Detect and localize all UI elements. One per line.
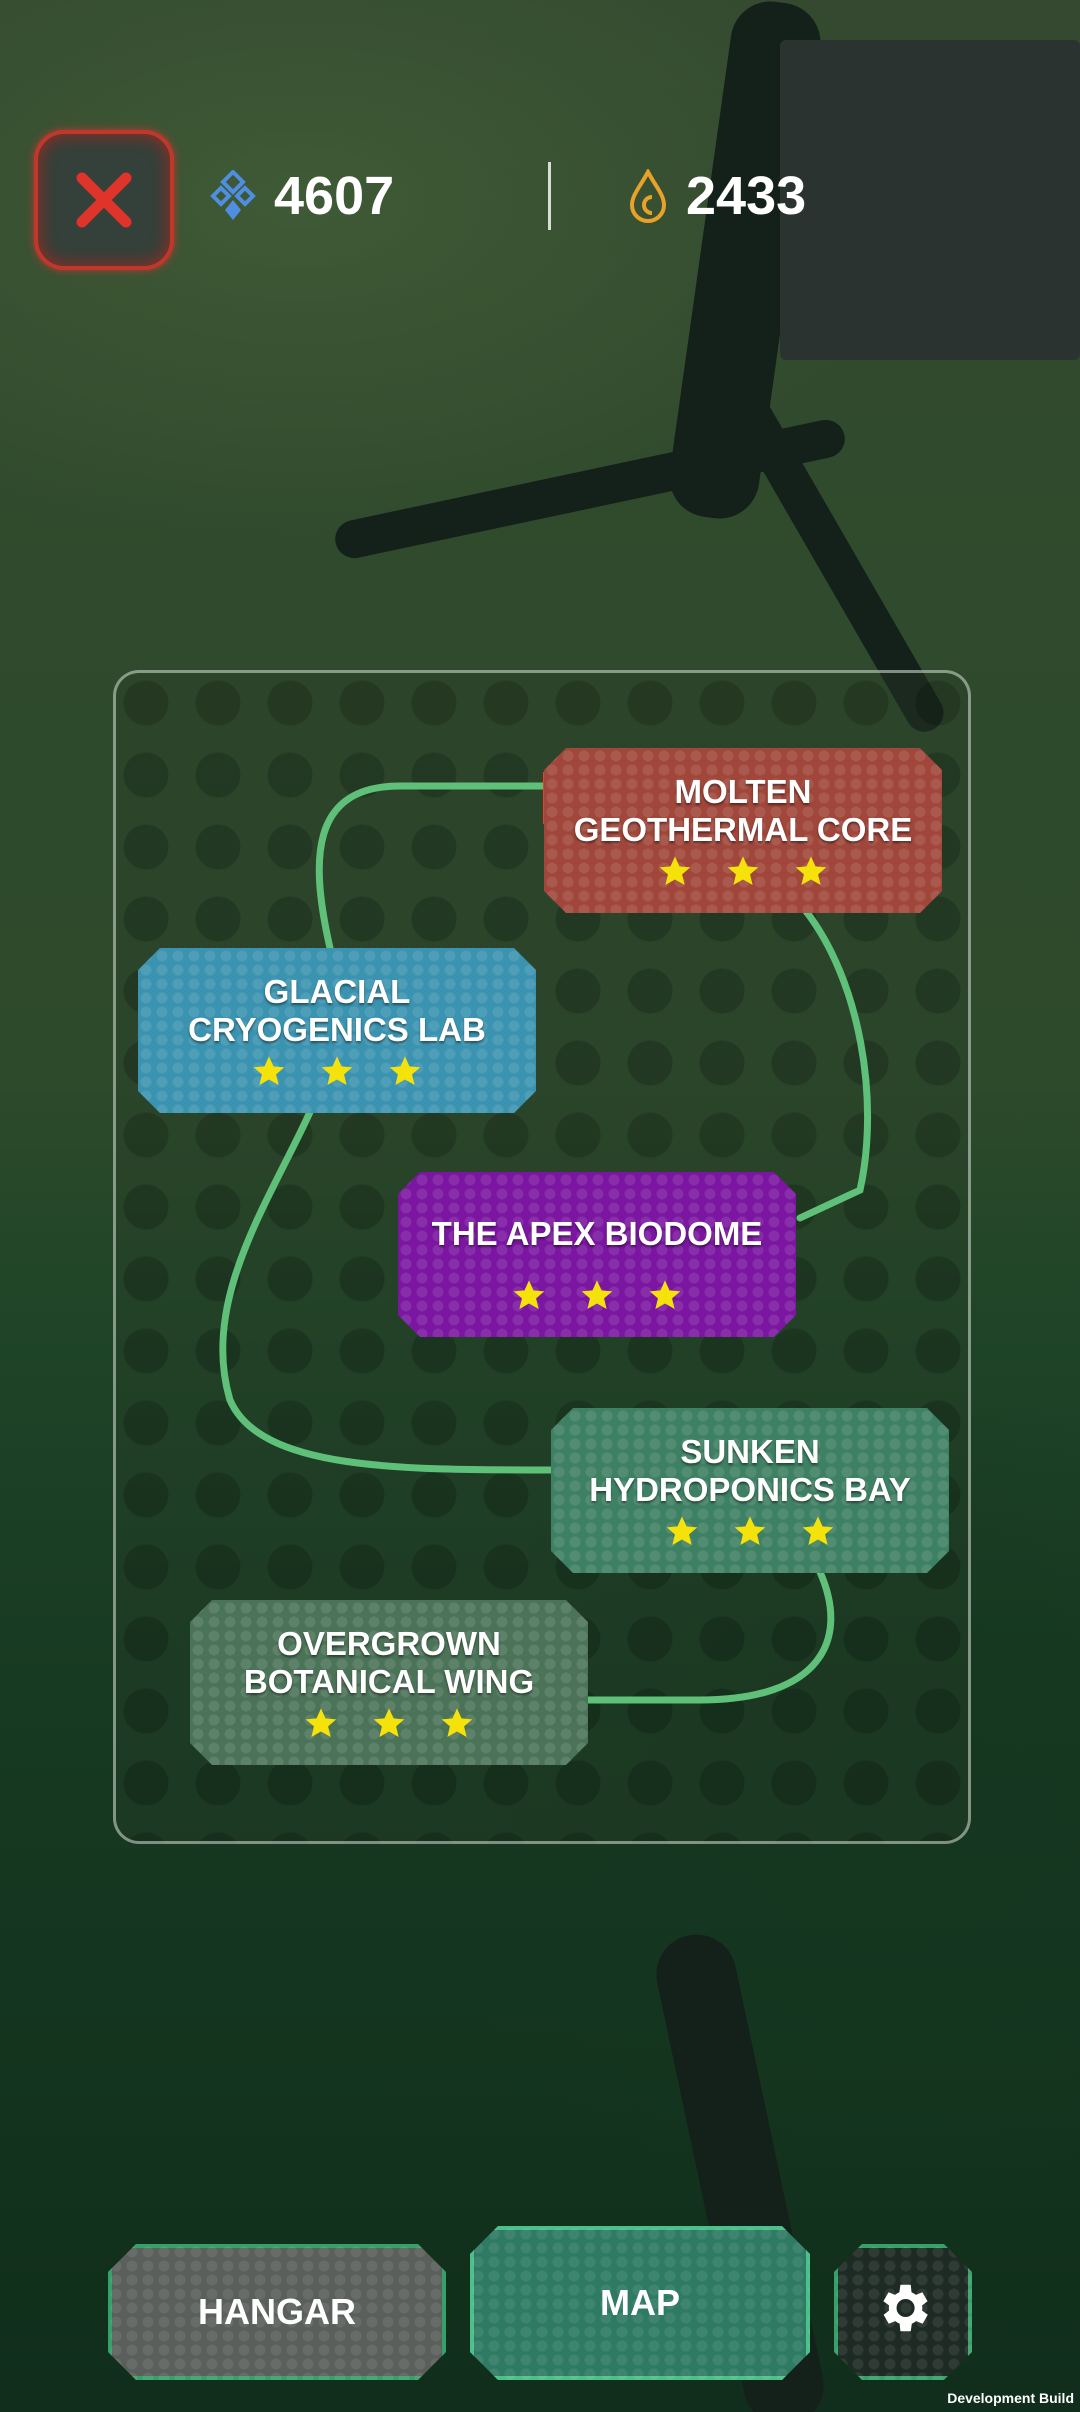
settings-button[interactable] bbox=[834, 2244, 972, 2380]
level-stars bbox=[658, 855, 828, 889]
star-icon bbox=[580, 1279, 614, 1313]
star-icon bbox=[794, 855, 828, 889]
star-icon bbox=[665, 1515, 699, 1549]
path-segment bbox=[219, 1108, 555, 1474]
level-node-the-apex-biodome[interactable]: THE APEX BIODOME bbox=[398, 1172, 796, 1337]
level-node-molten-geothermal-core[interactable]: MOLTEN GEOTHERMAL CORE bbox=[544, 748, 942, 913]
close-button[interactable] bbox=[34, 130, 174, 270]
development-build-label: Development Build bbox=[947, 2390, 1074, 2406]
level-name: THE APEX BIODOME bbox=[431, 1214, 763, 1252]
star-icon bbox=[388, 1055, 422, 1089]
path-segment bbox=[796, 906, 872, 1222]
hangar-button[interactable]: HANGAR bbox=[108, 2244, 446, 2380]
level-stars bbox=[665, 1515, 835, 1549]
gems-value: 4607 bbox=[274, 166, 395, 226]
orange-droplet-icon bbox=[629, 169, 667, 223]
background-ruin bbox=[780, 40, 1080, 360]
star-icon bbox=[372, 1707, 406, 1741]
top-hud: 4607 2433 bbox=[0, 0, 1080, 300]
star-icon bbox=[440, 1707, 474, 1741]
star-icon bbox=[304, 1707, 338, 1741]
level-name: OVERGROWN BOTANICAL WING bbox=[243, 1624, 535, 1700]
level-name: GLACIAL CRYOGENICS LAB bbox=[188, 972, 486, 1048]
star-icon bbox=[320, 1055, 354, 1089]
level-node-glacial-cryogenics-lab[interactable]: GLACIAL CRYOGENICS LAB bbox=[138, 948, 536, 1113]
path-segment bbox=[315, 782, 554, 952]
fuel-counter: 2433 bbox=[628, 160, 806, 232]
hud-divider bbox=[548, 162, 551, 230]
level-stars bbox=[304, 1707, 474, 1741]
gems-counter: 4607 bbox=[210, 160, 394, 232]
gear-icon bbox=[872, 2277, 934, 2339]
level-stars bbox=[252, 1055, 422, 1089]
star-icon bbox=[801, 1515, 835, 1549]
blue-diamond-cluster-icon bbox=[210, 170, 256, 220]
level-name: MOLTEN GEOTHERMAL CORE bbox=[573, 772, 913, 848]
star-icon bbox=[252, 1055, 286, 1089]
map-button[interactable]: MAP bbox=[470, 2226, 810, 2380]
star-icon bbox=[658, 855, 692, 889]
star-icon bbox=[512, 1279, 546, 1313]
close-x-icon bbox=[76, 172, 132, 228]
map-button-label: MAP bbox=[600, 2282, 680, 2323]
star-icon bbox=[733, 1515, 767, 1549]
level-stars bbox=[512, 1279, 682, 1313]
hangar-button-label: HANGAR bbox=[198, 2291, 356, 2332]
star-icon bbox=[648, 1279, 682, 1313]
fuel-value: 2433 bbox=[686, 166, 807, 226]
level-node-sunken-hydroponics-bay[interactable]: SUNKEN HYDROPONICS BAY bbox=[551, 1408, 949, 1573]
star-icon bbox=[726, 855, 760, 889]
level-node-overgrown-botanical-wing[interactable]: OVERGROWN BOTANICAL WING bbox=[190, 1600, 588, 1765]
path-segment bbox=[584, 1568, 835, 1704]
level-name: SUNKEN HYDROPONICS BAY bbox=[589, 1432, 911, 1508]
